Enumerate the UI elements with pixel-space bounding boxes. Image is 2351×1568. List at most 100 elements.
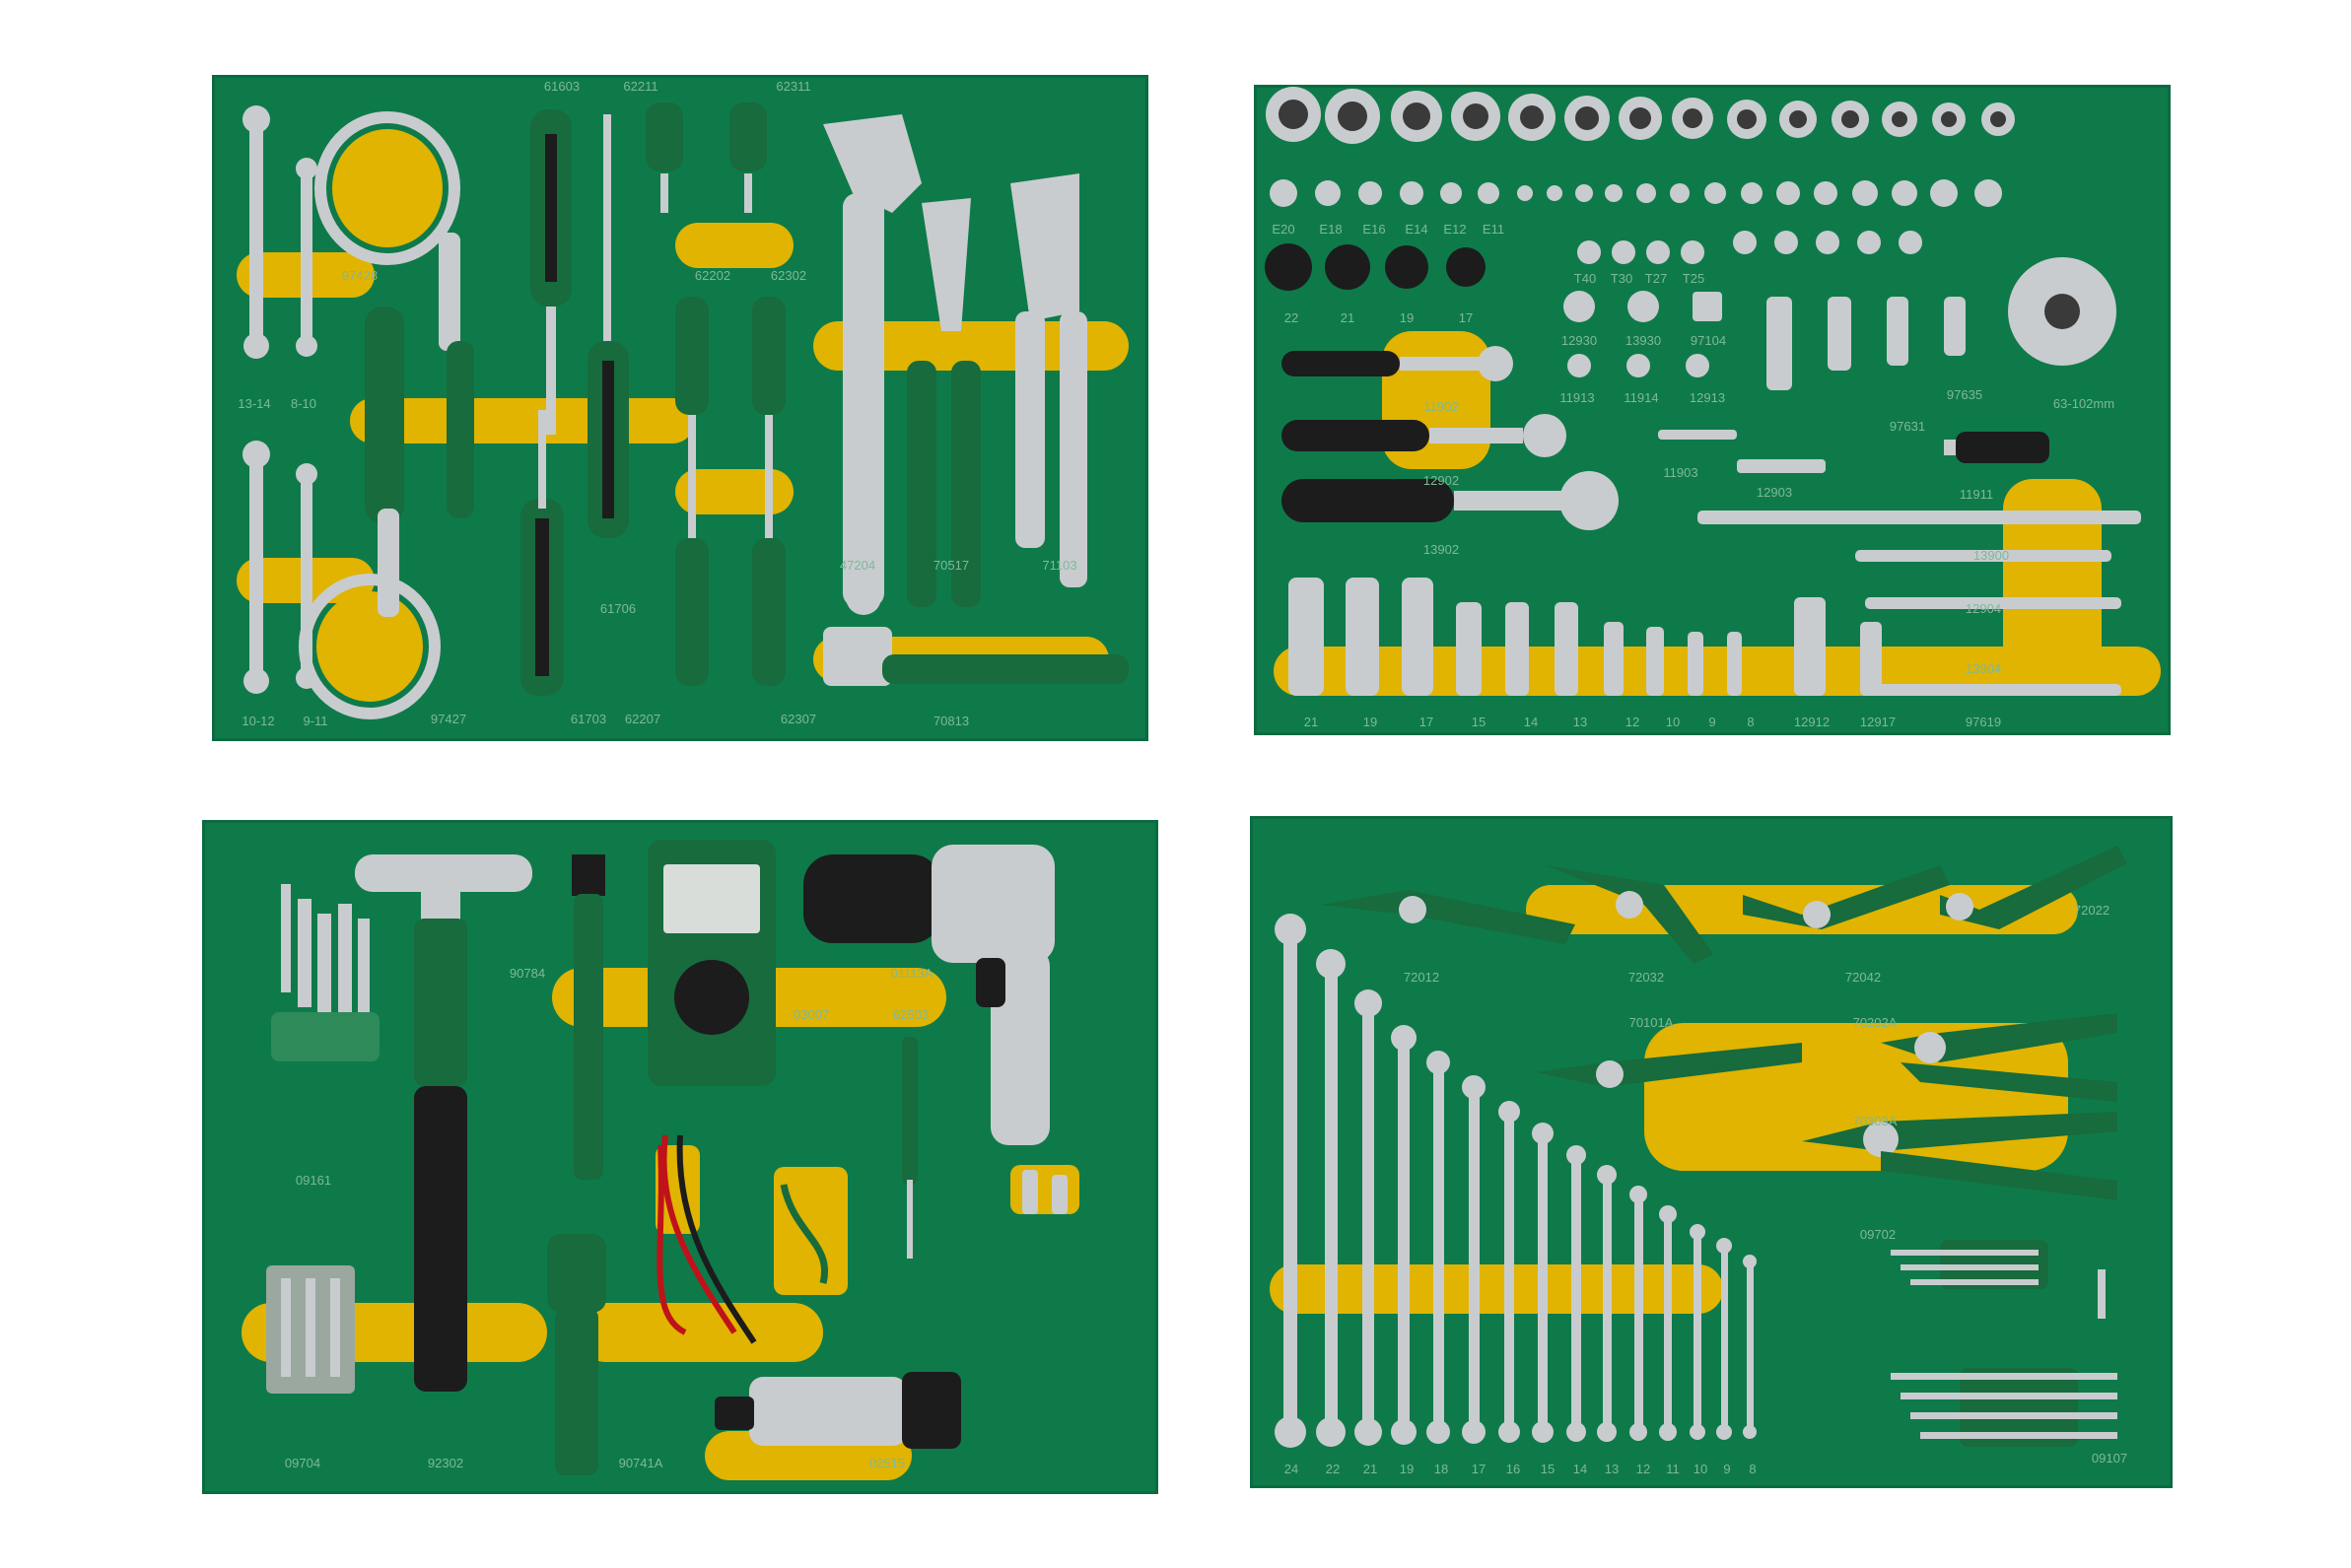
multimeter [648, 840, 776, 1086]
label-09704: 09704 [284, 1456, 321, 1470]
label-02515: 02515 [868, 1456, 906, 1470]
label-21: 21 [1340, 310, 1355, 325]
label-12904: 12904 [1965, 601, 2002, 616]
label-deep-21: 21 [1303, 715, 1319, 729]
label-13930: 13930 [1625, 333, 1662, 348]
label-22: 22 [1283, 310, 1299, 325]
tray-power-tools-illustration [242, 840, 1079, 1480]
label-12930: 12930 [1560, 333, 1598, 348]
label-deep-8: 8 [1747, 715, 1755, 729]
bit-sockets [1563, 231, 1922, 377]
bit-set [266, 1265, 355, 1394]
tray-socket-set [1254, 85, 2171, 735]
label-61706: 61706 [599, 601, 637, 616]
label-70813: 70813 [933, 714, 970, 728]
label-12902: 12902 [1422, 473, 1460, 488]
label-t25: T25 [1682, 271, 1705, 286]
label-61603: 61603 [543, 79, 581, 94]
label-e11: E11 [1482, 222, 1505, 237]
label-92302: 92302 [427, 1456, 464, 1470]
label-62307: 62307 [780, 712, 817, 726]
label-deep-9: 9 [1708, 715, 1716, 729]
label-e12: E12 [1443, 222, 1467, 237]
combination-pliers [1802, 1112, 2117, 1200]
locking-pliers [1010, 173, 1087, 587]
label-11914: 11914 [1624, 390, 1659, 405]
alligator-clip-cable [780, 1184, 829, 1284]
label-70517: 70517 [933, 558, 970, 573]
label-w12: 12 [1635, 1462, 1651, 1476]
label-12917: 12917 [1859, 715, 1897, 729]
label-e20: E20 [1272, 222, 1295, 237]
spark-plug-sockets [1766, 297, 1966, 390]
label-70101a: 70101A [1628, 1015, 1674, 1030]
label-8-10: 8-10 [290, 396, 317, 411]
label-w8: 8 [1749, 1462, 1757, 1476]
impact-sockets [1265, 243, 1486, 291]
combination-wrench-set [1275, 914, 1757, 1448]
label-11911: 11911 [1959, 487, 1994, 502]
label-w21: 21 [1362, 1462, 1378, 1476]
label-deep-12: 12 [1625, 715, 1640, 729]
label-deep-10: 10 [1665, 715, 1681, 729]
extension-bars [1658, 430, 2141, 696]
tray-pliers-wrenches-illustration [1270, 846, 2127, 1448]
label-13902: 13902 [1422, 542, 1460, 557]
label-10-12: 10-12 [242, 714, 275, 728]
label-11913: 11913 [1559, 390, 1595, 405]
label-72042: 72042 [1844, 970, 1882, 985]
label-97428: 97428 [341, 268, 379, 283]
label-70202a: 70202A [1852, 1015, 1898, 1030]
oil-filter-socket [2008, 257, 2116, 366]
label-t40: T40 [1573, 271, 1597, 286]
label-13904: 13904 [1965, 661, 2002, 676]
label-62311: 62311 [776, 79, 811, 94]
ball-peen-hammer [355, 854, 532, 1392]
label-09107: 09107 [2091, 1451, 2128, 1466]
label-97427: 97427 [430, 712, 467, 726]
label-62207: 62207 [624, 712, 661, 726]
flashlight [547, 1234, 606, 1475]
label-09161: 09161 [295, 1173, 332, 1188]
label-t30: T30 [1610, 271, 1633, 286]
label-61703: 61703 [570, 712, 607, 726]
label-62211: 62211 [623, 79, 658, 94]
label-62202: 62202 [694, 268, 731, 283]
die-grinder [715, 1372, 961, 1449]
impact-wrench [803, 845, 1055, 1145]
label-62302: 62302 [770, 268, 807, 283]
deep-sockets [1288, 578, 1882, 696]
socket-openings [1279, 100, 2006, 131]
chisel-set [271, 884, 380, 1061]
label-w9: 9 [1723, 1462, 1731, 1476]
label-w24: 24 [1283, 1462, 1299, 1476]
test-leads [657, 1134, 757, 1344]
voltage-tester [902, 1037, 918, 1259]
label-w17: 17 [1471, 1462, 1487, 1476]
label-w15: 15 [1540, 1462, 1556, 1476]
label-90784: 90784 [509, 966, 546, 981]
circlip-pliers [1319, 846, 2127, 964]
label-72022: 72022 [2073, 903, 2110, 918]
slip-joint-pliers [907, 198, 981, 607]
screwdriver-set [520, 102, 786, 696]
label-13900: 13900 [1972, 548, 2010, 563]
label-72032: 72032 [1627, 970, 1665, 985]
label-w19: 19 [1399, 1462, 1415, 1476]
label-13-14: 13-14 [238, 396, 271, 411]
air-couplers [1022, 1170, 1068, 1214]
label-e18: E18 [1319, 222, 1343, 237]
label-72012: 72012 [1403, 970, 1440, 985]
label-e16: E16 [1362, 222, 1386, 237]
label-63-102mm: 63-102mm [2052, 396, 2115, 411]
label-17: 17 [1458, 310, 1474, 325]
tray-hand-tools-illustration [237, 102, 1129, 719]
label-12913: 12913 [1689, 390, 1726, 405]
tray-power-tools [202, 820, 1158, 1494]
label-12903: 12903 [1756, 485, 1793, 500]
label-97631: 97631 [1889, 419, 1926, 434]
label-71103: 71103 [1042, 558, 1077, 573]
label-90741a: 90741A [618, 1456, 663, 1470]
label-deep-14: 14 [1523, 715, 1539, 729]
label-62503: 62503 [892, 1007, 930, 1022]
